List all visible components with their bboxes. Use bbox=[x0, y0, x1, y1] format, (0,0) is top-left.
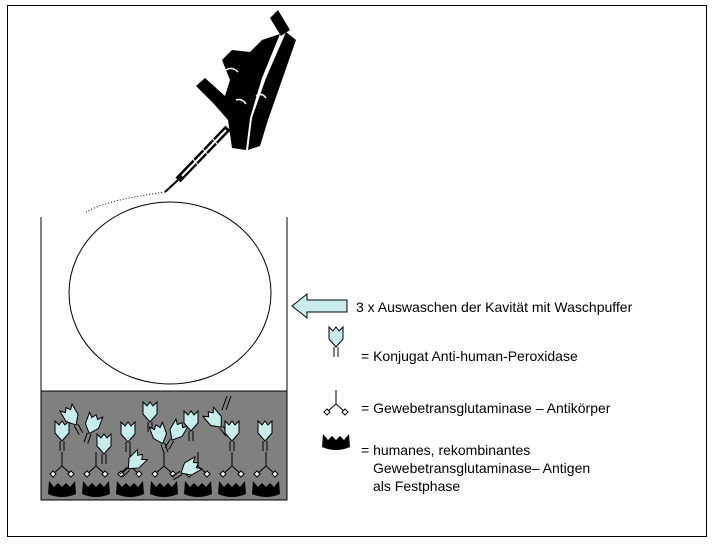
legend-antibody-label: = Gewebetransglutaminase – Antikörper bbox=[361, 399, 610, 417]
hand-pipette-icon bbox=[86, 10, 296, 212]
antigen-icon bbox=[322, 434, 350, 450]
well-bottom bbox=[41, 391, 287, 500]
left-arrow-icon bbox=[292, 294, 347, 318]
conjugate-icon bbox=[329, 327, 343, 357]
antibody-icon bbox=[324, 390, 348, 415]
wash-step-label: 3 x Auswaschen der Kavität mit Waschpuff… bbox=[356, 298, 632, 316]
legend-antigen-label-line2: Gewebetransglutaminase– Antigen bbox=[373, 459, 590, 477]
legend-conjugate-label: = Konjugat Anti-human-Peroxidase bbox=[361, 347, 578, 365]
legend-antigen-label-line1: = humanes, rekombinantes bbox=[361, 441, 530, 459]
legend-antigen-label-line3: als Festphase bbox=[373, 477, 460, 495]
wash-droplet bbox=[69, 202, 271, 384]
